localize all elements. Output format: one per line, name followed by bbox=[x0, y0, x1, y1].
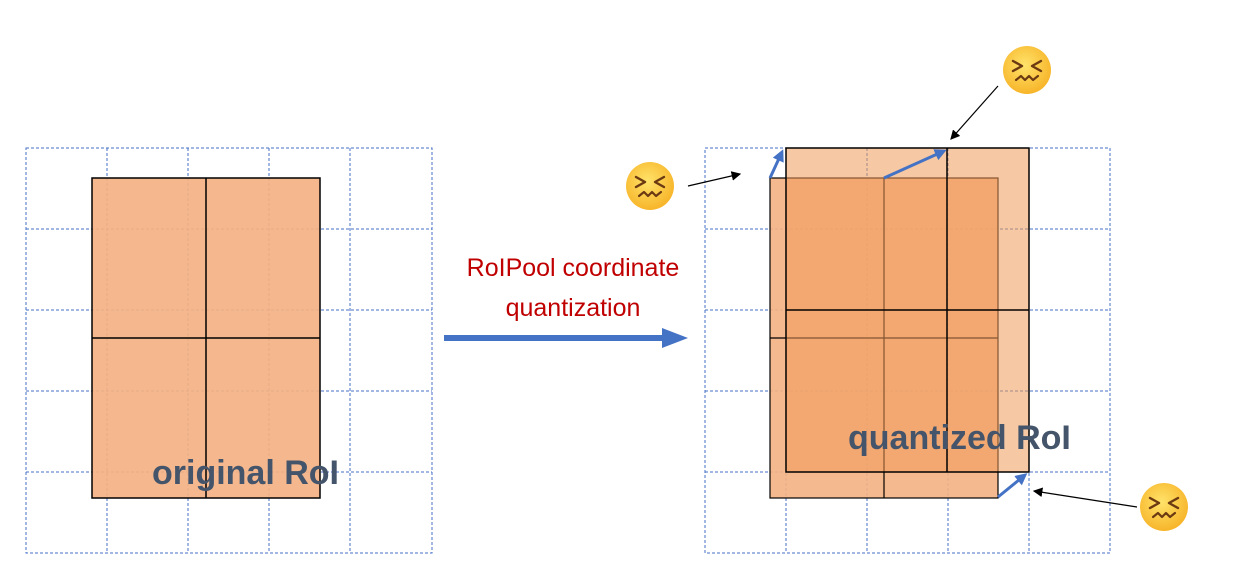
confounded-face-icon bbox=[1003, 46, 1051, 94]
quantized-roi-box bbox=[785, 147, 1030, 473]
corner-shift-arrow-icon bbox=[768, 149, 784, 179]
right-arrow-icon bbox=[444, 328, 688, 348]
confounded-face-icon bbox=[1140, 483, 1188, 531]
split-shift-arrow-icon bbox=[883, 149, 947, 180]
pointer-top-arrow-icon bbox=[950, 85, 999, 140]
left-panel: original RoI bbox=[25, 147, 433, 554]
quantized-roi-label: quantized RoI bbox=[848, 419, 1071, 457]
pointer-bottom-arrow-icon bbox=[1032, 487, 1138, 508]
bottom-shift-arrow-icon bbox=[997, 473, 1028, 499]
original-roi-label: original RoI bbox=[152, 454, 339, 492]
right-panel: quantized RoI bbox=[704, 147, 1111, 554]
confounded-face-icon bbox=[626, 162, 674, 210]
pointer-left-arrow-icon bbox=[687, 171, 742, 187]
original-roi-box bbox=[91, 177, 321, 499]
quantization-step: RoIPool coordinate quantization bbox=[444, 254, 688, 348]
shift-arrows bbox=[768, 149, 1028, 499]
pointer-arrows bbox=[687, 85, 1138, 508]
quantization-title-line2: quantization bbox=[506, 294, 641, 322]
quantization-title-line1: RoIPool coordinate bbox=[467, 254, 680, 282]
